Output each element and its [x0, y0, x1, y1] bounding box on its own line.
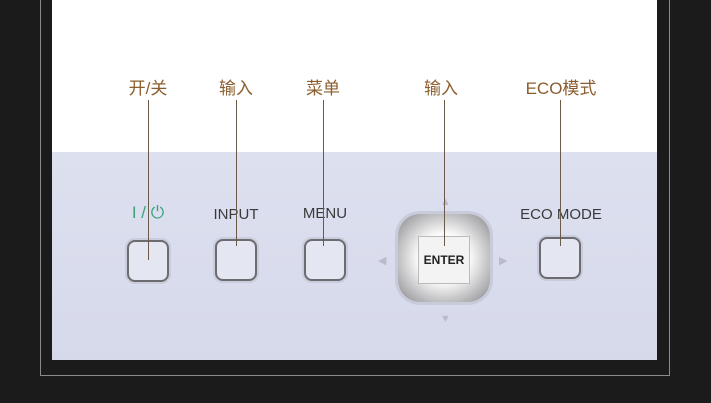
callout-menu: 菜单: [306, 79, 340, 98]
callout-enter: 输入: [424, 79, 458, 98]
leader-line-input: [236, 100, 237, 246]
eco-mode-button[interactable]: [539, 237, 581, 279]
product-panel: [52, 0, 657, 360]
leader-line-menu: [323, 100, 324, 246]
callout-power: 开/关: [128, 79, 168, 98]
left-arrow-icon: ◀: [378, 255, 387, 267]
down-arrow-icon: ▼: [440, 313, 451, 325]
leader-line-enter: [444, 100, 445, 246]
up-arrow-icon: ▲: [440, 196, 451, 208]
callout-input: 输入: [219, 79, 253, 98]
callout-eco: ECO模式: [525, 79, 597, 98]
leader-line-power: [148, 100, 149, 260]
eco-label: ECO MODE: [520, 206, 602, 223]
leader-line-eco: [560, 100, 561, 246]
menu-button[interactable]: [304, 239, 346, 281]
right-arrow-icon: ▶: [499, 255, 508, 267]
image-frame: [40, 0, 670, 376]
menu-label: MENU: [302, 205, 348, 222]
